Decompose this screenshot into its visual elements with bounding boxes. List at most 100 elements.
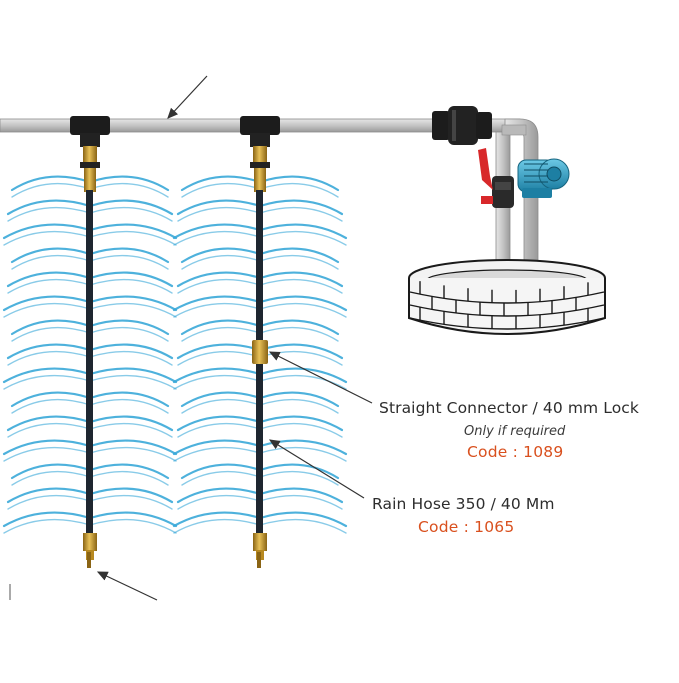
well-stone-course <box>409 291 605 304</box>
spray-arc <box>176 271 262 288</box>
spray-arc <box>88 487 174 504</box>
spray-arc <box>89 494 173 510</box>
spray-arc <box>88 271 174 288</box>
spray-pattern-left <box>2 175 178 534</box>
well-stone-course <box>409 304 605 317</box>
spray-arc <box>3 230 91 246</box>
spray-arc <box>258 247 340 264</box>
spray-arc <box>258 511 348 528</box>
rain-hose-left <box>70 116 110 568</box>
spray-arc <box>259 254 339 270</box>
spray-arc <box>3 446 91 462</box>
spray-arc <box>7 206 91 222</box>
spray-arc <box>176 415 262 432</box>
spray-arc <box>176 199 262 216</box>
spray-arc <box>181 326 261 342</box>
stone-well <box>408 259 606 335</box>
spray-arc <box>89 374 177 390</box>
spray-arc <box>88 511 178 528</box>
spray-arc <box>89 182 169 198</box>
spray-arc <box>259 518 347 534</box>
spray-arc <box>259 470 339 486</box>
spray-arc <box>173 302 261 318</box>
spray-arc <box>6 415 92 432</box>
spray-arc <box>172 295 262 312</box>
spray-arc <box>6 343 92 360</box>
spray-arc <box>258 391 340 408</box>
spray-arc <box>89 518 177 534</box>
spray-arc <box>89 230 177 246</box>
spray-arc <box>10 319 92 336</box>
spray-arc <box>88 223 178 240</box>
spray-arc <box>177 422 261 438</box>
pointer-arrow-nozzle <box>96 571 158 601</box>
spray-arc <box>181 398 261 414</box>
spray-arc <box>88 319 170 336</box>
spray-arc <box>88 175 170 192</box>
spray-arc <box>173 518 261 534</box>
spray-arc <box>88 343 174 360</box>
pointer-arrow-connector <box>268 351 373 404</box>
rain-hose-right <box>240 116 280 568</box>
spray-arc <box>172 367 262 384</box>
spray-arc <box>89 326 169 342</box>
spray-arc <box>10 175 92 192</box>
spray-arc <box>180 175 262 192</box>
spray-arc <box>177 206 261 222</box>
spray-arc <box>180 319 262 336</box>
spray-arc <box>89 446 177 462</box>
spray-arc <box>11 182 91 198</box>
spray-arc <box>7 494 91 510</box>
well-stone-course <box>409 317 605 330</box>
spray-arc <box>177 278 261 294</box>
spray-arc <box>259 446 347 462</box>
spray-arc <box>89 302 177 318</box>
spray-arc <box>2 511 92 528</box>
spray-arc <box>258 415 344 432</box>
spray-arc <box>258 487 344 504</box>
spray-arc <box>259 374 347 390</box>
straight-connector <box>252 340 268 364</box>
ball-valve <box>478 148 514 208</box>
spray-arc <box>11 326 91 342</box>
spray-arc <box>3 302 91 318</box>
spray-arc <box>88 415 174 432</box>
spray-arc <box>88 391 170 408</box>
spray-arc <box>177 494 261 510</box>
spray-arc <box>173 374 261 390</box>
spray-arc <box>6 271 92 288</box>
spray-arc <box>259 494 343 510</box>
spray-arc <box>2 439 92 456</box>
pointer-arrow-main-pipe <box>167 75 208 119</box>
spray-arc <box>259 230 347 246</box>
spray-arc <box>181 254 261 270</box>
spray-arc <box>89 398 169 414</box>
spray-arc <box>259 326 339 342</box>
spray-arc <box>259 398 339 414</box>
spray-arc <box>180 463 262 480</box>
connector-code: Code : 1089 <box>467 443 564 461</box>
spray-arc <box>173 230 261 246</box>
spray-arc <box>2 367 92 384</box>
spray-arc <box>10 463 92 480</box>
spray-arc <box>11 398 91 414</box>
spray-arc <box>259 422 343 438</box>
spray-arc <box>89 470 169 486</box>
spray-arc <box>6 487 92 504</box>
spray-arc <box>180 247 262 264</box>
spray-arc <box>177 350 261 366</box>
spray-arc <box>259 278 343 294</box>
pipe-coupler <box>432 106 492 145</box>
spray-arc <box>88 439 178 456</box>
spray-arc <box>89 422 173 438</box>
spray-arc <box>258 175 340 192</box>
spray-arc <box>2 295 92 312</box>
spray-pattern-right <box>172 175 348 534</box>
spray-arc <box>173 446 261 462</box>
spray-arc <box>259 302 347 318</box>
spray-arc <box>181 470 261 486</box>
connector-note: Only if required <box>464 424 566 439</box>
spray-arc <box>6 199 92 216</box>
spray-arc <box>259 182 339 198</box>
